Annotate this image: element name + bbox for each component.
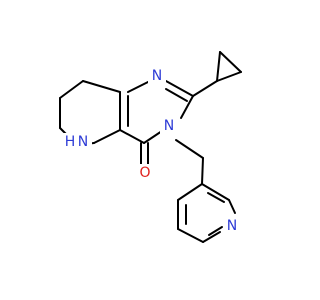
bond-c2-n3	[180, 95, 194, 119]
atom-nh-h-label: H	[65, 134, 76, 150]
atom-nh: H N	[63, 133, 92, 151]
bond-n1-c2-a	[165, 80, 194, 97]
bond-py-n-c2	[228, 199, 236, 214]
atom-n1-label: N	[152, 68, 162, 84]
bond-cyclopropyl-3	[216, 51, 221, 82]
atom-o: O	[136, 164, 154, 182]
bond-py-inner-3	[207, 192, 225, 203]
bond-n3-c4	[143, 130, 163, 144]
bond-c8-c7	[59, 80, 84, 99]
bond-ch2-pyridyl	[201, 157, 204, 185]
bond-layer	[59, 51, 242, 243]
atom-n1: N	[148, 67, 166, 85]
molecule-svg: N N H N O N	[59, 51, 242, 243]
bond-py-c5-c6	[177, 228, 204, 243]
atom-o-label: O	[139, 165, 150, 181]
bond-py-c3-c4	[177, 183, 203, 201]
bond-cyclopropyl-1	[216, 71, 242, 82]
bond-c8a-c8	[82, 80, 121, 93]
bond-n1-c2-b	[165, 88, 188, 102]
bond-n3-ch2	[175, 139, 204, 159]
bond-c8a-n1	[127, 80, 151, 93]
atom-n3: N	[160, 117, 178, 135]
bond-cyclopropyl-2	[219, 51, 242, 73]
bond-c4-c4a	[119, 129, 145, 144]
bond-c5-c4a	[93, 129, 121, 144]
bond-c2-cyclopropyl	[192, 80, 218, 97]
bond-py-c2-c3	[201, 183, 230, 201]
atom-layer: N N H N O N	[63, 67, 241, 235]
bond-py-inner-2	[208, 226, 223, 236]
bond-py-c6-n	[202, 231, 221, 243]
atom-n3-label: N	[164, 118, 174, 134]
molecule-diagram: N N H N O N	[59, 51, 242, 243]
atom-nh-n-label: N	[78, 134, 88, 150]
atom-n-pyridine: N	[223, 217, 241, 235]
atom-n-pyridine-label: N	[227, 218, 237, 234]
